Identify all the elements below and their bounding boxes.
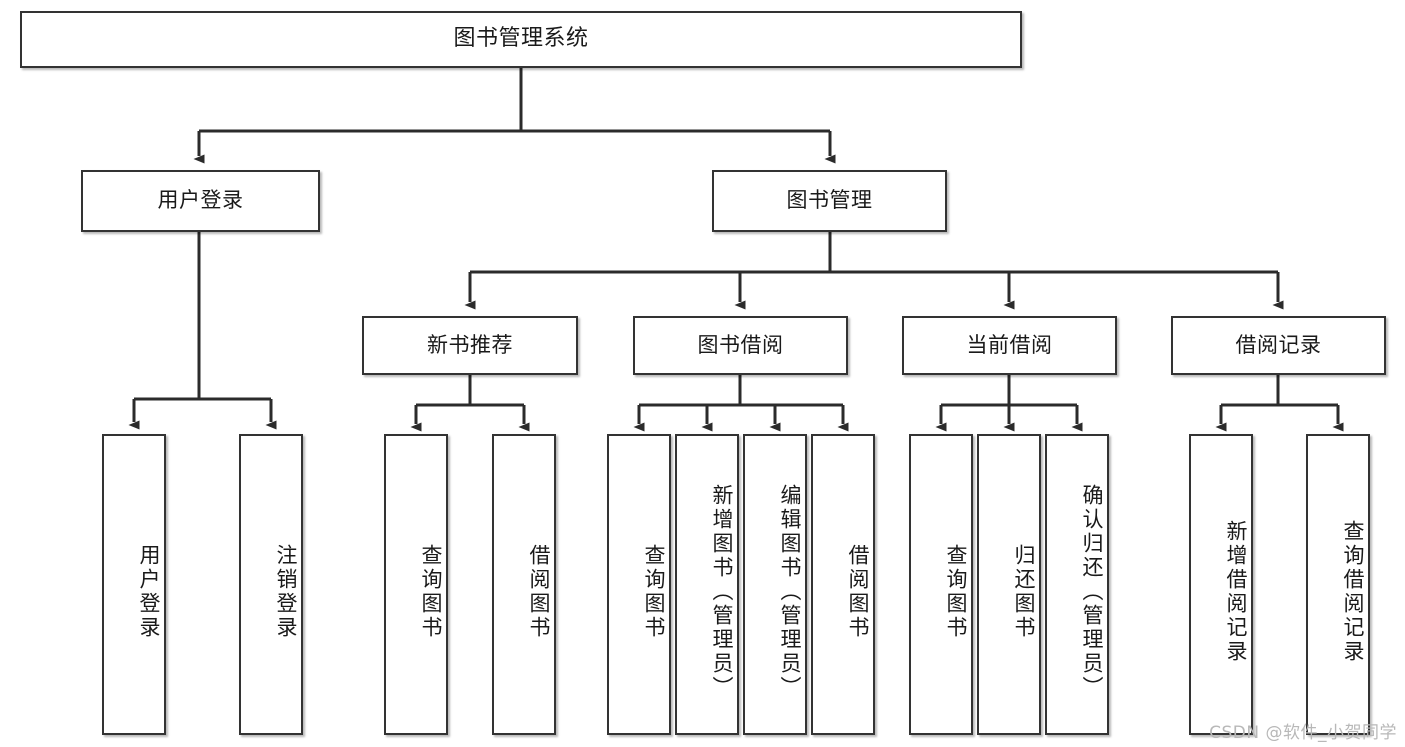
- leaf-current-borrow-query-book[interactable]: 查询图书: [909, 434, 973, 735]
- node-root-book-management-system[interactable]: 图书管理系统: [20, 11, 1022, 68]
- node-label: 当前借阅: [966, 332, 1053, 357]
- node-current-borrow[interactable]: 当前借阅: [902, 316, 1117, 375]
- leaf-current-borrow-confirm-return-admin[interactable]: 确认归还（管理员）: [1045, 434, 1109, 735]
- node-label: 借阅图书: [846, 543, 870, 640]
- leaf-book-borrow-query-book[interactable]: 查询图书: [607, 434, 671, 735]
- node-label: 新书推荐: [427, 332, 513, 357]
- leaf-book-borrow-borrow-book[interactable]: 借阅图书: [811, 434, 875, 735]
- node-label: 查询借阅记录: [1341, 519, 1365, 664]
- node-label: 查询图书: [419, 543, 443, 640]
- node-label: 借阅记录: [1235, 332, 1322, 357]
- csdn-watermark: CSDN @软件_小贺同学: [1209, 723, 1397, 743]
- node-label: 图书借阅: [697, 332, 784, 357]
- leaf-book-borrow-edit-book-admin[interactable]: 编辑图书（管理员）: [743, 434, 807, 735]
- node-label: 图书管理: [786, 188, 873, 213]
- node-label: 图书管理系统: [453, 26, 589, 52]
- node-label: 新增图书（管理员）: [710, 483, 734, 700]
- leaf-book-borrow-add-book-admin[interactable]: 新增图书（管理员）: [675, 434, 739, 735]
- node-label: 归还图书: [1012, 543, 1036, 640]
- node-label: 新增借阅记录: [1224, 519, 1248, 664]
- node-book-management[interactable]: 图书管理: [712, 170, 947, 232]
- leaf-current-borrow-return-book[interactable]: 归还图书: [977, 434, 1041, 735]
- node-new-book-recommend[interactable]: 新书推荐: [362, 316, 578, 375]
- node-label: 确认归还（管理员）: [1080, 483, 1104, 700]
- node-label: 用户登录: [137, 543, 161, 640]
- leaf-user-login-login[interactable]: 用户登录: [102, 434, 166, 735]
- node-book-borrow[interactable]: 图书借阅: [633, 316, 848, 375]
- node-borrow-record[interactable]: 借阅记录: [1171, 316, 1386, 375]
- node-label: 借阅图书: [527, 543, 551, 640]
- leaf-new-book-query-book[interactable]: 查询图书: [384, 434, 448, 735]
- leaf-user-login-logout[interactable]: 注销登录: [239, 434, 303, 735]
- node-label: 查询图书: [642, 543, 666, 640]
- node-label: 编辑图书（管理员）: [778, 483, 802, 700]
- node-label: 注销登录: [274, 543, 298, 640]
- node-label: 用户登录: [157, 188, 244, 213]
- leaf-new-book-borrow-book[interactable]: 借阅图书: [492, 434, 556, 735]
- leaf-borrow-record-query-record[interactable]: 查询借阅记录: [1306, 434, 1370, 735]
- leaf-borrow-record-add-record[interactable]: 新增借阅记录: [1189, 434, 1253, 735]
- node-user-login[interactable]: 用户登录: [81, 170, 320, 232]
- node-label: 查询图书: [944, 543, 968, 640]
